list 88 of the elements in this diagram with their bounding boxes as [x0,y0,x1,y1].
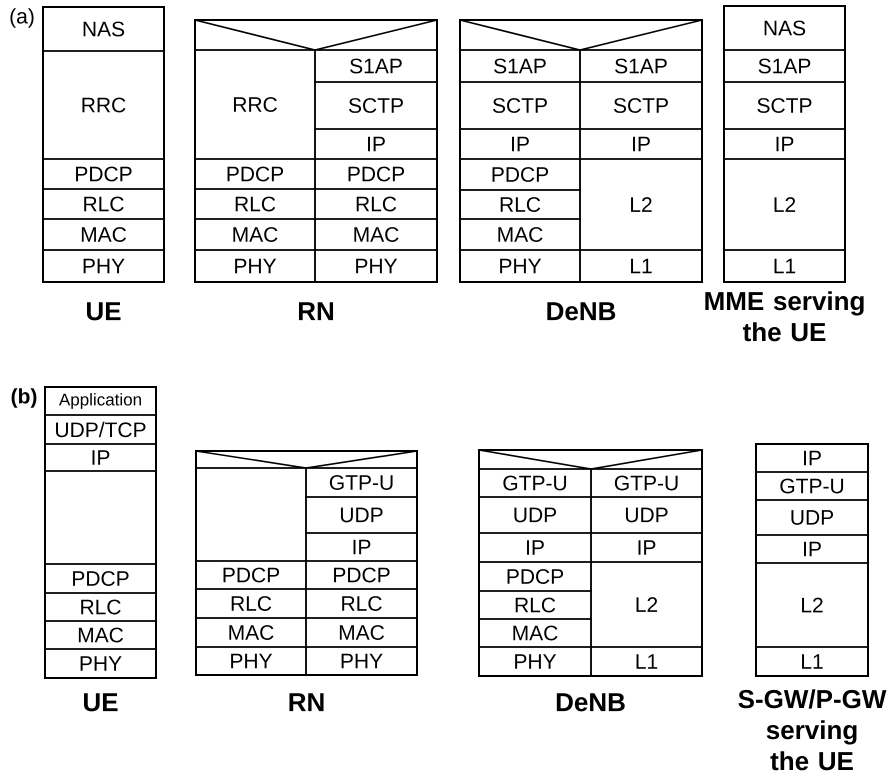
layer-box: SCTP [579,81,703,130]
layer-box: RLC [459,189,581,220]
layer-box: IP [755,534,869,564]
layer-box: RLC [195,588,307,619]
layer-box: GTP-U [755,471,869,501]
layer-box: GTP-U [590,468,703,498]
layer-box: UDP [305,496,418,534]
stack-title: MME serving the UE [705,291,864,342]
panel-label: (b) [12,388,36,408]
stack-title: DeNB [547,302,616,320]
layer-box: NAS [42,6,165,52]
layer-box: IP [579,128,703,160]
layer-box: RLC [42,188,165,220]
header-box [194,19,438,51]
layer-box: L2 [723,158,846,251]
layer-box: L1 [579,249,703,283]
stack-title: S-GW/P-GW serving the UE [738,689,886,770]
header-box [459,19,703,51]
layer-box: PHY [44,648,157,679]
layer-box: UDP/TCP [44,414,157,445]
layer-box: UDP [478,496,592,534]
layer-box: S1AP [723,49,846,83]
layer-box: PHY [478,646,592,677]
layer-box: PHY [459,249,581,283]
layer-box: IP [723,128,846,160]
stack-title: DeNB [556,693,625,712]
layer-box: NAS [723,5,846,51]
layer-box: MAC [314,218,438,251]
layer-box: PHY [42,249,165,283]
layer-box: PDCP [314,158,438,190]
stack-title: UE [87,302,121,320]
layer-box: L2 [590,561,703,648]
layer-box: L1 [590,646,703,677]
stack-title: RN [298,302,334,320]
layer-box: IP [305,532,418,562]
layer-box: SCTP [723,81,846,130]
layer-box: UDP [755,499,869,536]
layer-box: PDCP [194,158,316,190]
layer-box: MAC [194,218,316,251]
layer-box: PDCP [305,560,418,590]
layer-box: PDCP [478,561,592,592]
layer-box: GTP-U [305,467,418,498]
layer-box: Application [44,386,157,416]
layer-box: IP [755,443,869,473]
layer-box: RLC [478,590,592,620]
header-box [478,449,703,470]
layer-box: S1AP [314,49,438,83]
layer-box: IP [478,532,592,563]
layer-box: PDCP [459,158,581,191]
layer-box: RRC [42,50,165,160]
layer-box: PDCP [44,563,157,594]
layer-box: SCTP [459,81,581,130]
layer-box: L2 [579,158,703,251]
layer-box: RLC [305,588,418,619]
header-box [195,450,418,469]
panel-label: (a) [10,8,34,28]
stack-title: RN [289,693,324,712]
layer-box: PDCP [42,158,165,190]
layer-box: IP [590,532,703,563]
stack-title: UE [84,693,118,712]
layer-box: S1AP [459,49,581,83]
layer-box: L1 [755,646,869,677]
layer-box: MAC [478,618,592,648]
layer-box: PHY [314,249,438,283]
empty-layer-box [195,467,307,562]
layer-box: PHY [194,249,316,283]
layer-box: RLC [194,188,316,220]
layer-box: IP [44,443,157,472]
layer-box: IP [314,128,438,160]
layer-box: MAC [195,617,307,648]
layer-box: S1AP [579,49,703,83]
layer-box: MAC [44,620,157,650]
layer-box: SCTP [314,81,438,130]
layer-box: L2 [755,562,869,648]
layer-box: IP [459,128,581,160]
layer-box: MAC [42,218,165,251]
layer-box: PHY [195,646,307,676]
layer-box: L1 [723,249,846,283]
layer-box: PDCP [195,560,307,590]
layer-box: RRC [194,49,316,160]
layer-box: PHY [305,646,418,676]
layer-box: UDP [590,496,703,534]
layer-box: MAC [305,617,418,648]
layer-box: RLC [314,188,438,220]
empty-layer-box [44,470,157,565]
layer-box: RLC [44,592,157,622]
layer-box: GTP-U [478,468,592,498]
layer-box: MAC [459,218,581,251]
